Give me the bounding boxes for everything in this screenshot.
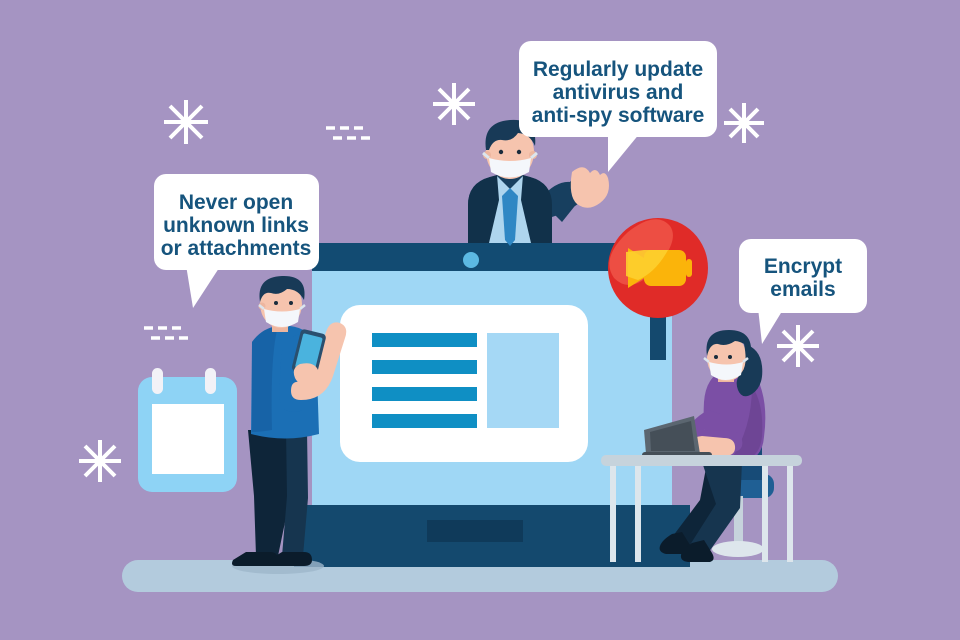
bubble-antivirus-tail — [608, 130, 640, 172]
standing-man-face-mask — [264, 309, 300, 327]
man-with-smartphone[interactable] — [232, 275, 347, 574]
desk-leg — [787, 466, 793, 562]
presenter-mask-strap — [482, 151, 538, 160]
calendar-ring — [205, 368, 216, 394]
bubble-regularly-update-antivirus[interactable]: Regularly update antivirus and anti-spy … — [519, 41, 717, 172]
monitor-webcam-dot — [463, 252, 479, 268]
smartphone-screen — [295, 333, 323, 372]
bubble-encrypt-tail — [758, 308, 784, 344]
standing-man-hand — [293, 363, 320, 386]
standing-man-mask-strap — [258, 304, 306, 310]
woman-shoe-back — [659, 532, 692, 554]
standing-man-leg-back — [248, 430, 290, 556]
document-card[interactable] — [340, 305, 588, 462]
document-text-bar — [372, 414, 477, 428]
desk-leg — [762, 466, 768, 562]
bubble-links-line-3: or attachments — [161, 237, 312, 260]
woman-hair — [706, 330, 752, 356]
woman-ponytail — [736, 344, 763, 397]
bubble-antivirus-line-2: antivirus and — [553, 81, 684, 104]
bubble-antivirus-body — [519, 41, 717, 137]
standing-man-leg-front — [282, 430, 308, 556]
bubble-encrypt-line-2: emails — [770, 278, 835, 301]
video-camera-nub — [686, 259, 692, 277]
presenter-face-mask — [489, 158, 531, 178]
document-text-bar — [372, 360, 477, 374]
calendar-page — [152, 404, 224, 474]
bubble-links-line-2: unknown links — [163, 214, 309, 237]
chair-post — [734, 496, 743, 546]
presenter-jacket-right — [521, 175, 552, 243]
sparkle-icon — [724, 103, 764, 143]
standing-man-hair — [259, 275, 305, 302]
woman-eye — [714, 355, 718, 359]
desk-leg — [635, 466, 641, 562]
presenter-tie — [502, 188, 518, 246]
document-text-bar — [372, 387, 477, 401]
woman-mask-strap — [703, 357, 749, 363]
bubble-antivirus-line-3: anti-spy software — [532, 104, 705, 127]
laptop-screen-inner — [650, 421, 695, 451]
standing-man-eye — [274, 301, 278, 305]
presenter-jacket-left — [468, 175, 499, 243]
bubble-links-tail — [186, 265, 221, 308]
woman-shoe-front — [680, 540, 714, 562]
bubble-encrypt-emails[interactable]: Encrypt emails — [739, 239, 867, 344]
desk-top — [601, 455, 802, 466]
dashes-decoration — [144, 326, 188, 340]
dashes-decoration — [326, 126, 370, 140]
desk[interactable] — [601, 455, 802, 562]
woman-leg-front — [688, 462, 742, 556]
bubble-links-body — [154, 174, 319, 270]
desk-leg — [610, 466, 616, 562]
sparkle-icon — [79, 440, 121, 482]
presenter-hand — [570, 167, 609, 208]
bubble-antivirus-line-1: Regularly update — [533, 58, 703, 81]
sparkle-icon — [777, 325, 819, 367]
bubble-encrypt-body — [739, 239, 867, 313]
bubble-never-open-unknown-links[interactable]: Never open unknown links or attachments — [154, 174, 319, 308]
chair-base — [712, 541, 764, 557]
bubble-encrypt-line-1: Encrypt — [764, 255, 842, 278]
video-camera-highlight — [626, 250, 668, 280]
calendar-ring — [152, 368, 163, 394]
woman-face-mask — [709, 362, 743, 380]
standing-man-shoe — [232, 552, 278, 566]
sparkle-icon — [433, 83, 475, 125]
monitor-base-slot — [427, 520, 523, 542]
document-text-bar — [372, 333, 477, 347]
document-image-block — [487, 333, 559, 428]
sparkle-icon — [164, 100, 208, 144]
man-in-suit-waving[interactable] — [468, 119, 609, 246]
standing-man-eye — [289, 301, 293, 305]
woman-eye — [728, 355, 732, 359]
standing-man-shoe — [268, 552, 312, 566]
video-call-badge[interactable] — [608, 218, 708, 360]
calendar-icon[interactable] — [138, 368, 237, 492]
presenter-eye — [498, 149, 504, 155]
woman-torso-shade — [730, 386, 763, 461]
standing-man-tshirt-shade — [252, 326, 278, 432]
presenter-eye — [516, 149, 522, 155]
bubble-links-line-1: Never open — [179, 191, 293, 214]
